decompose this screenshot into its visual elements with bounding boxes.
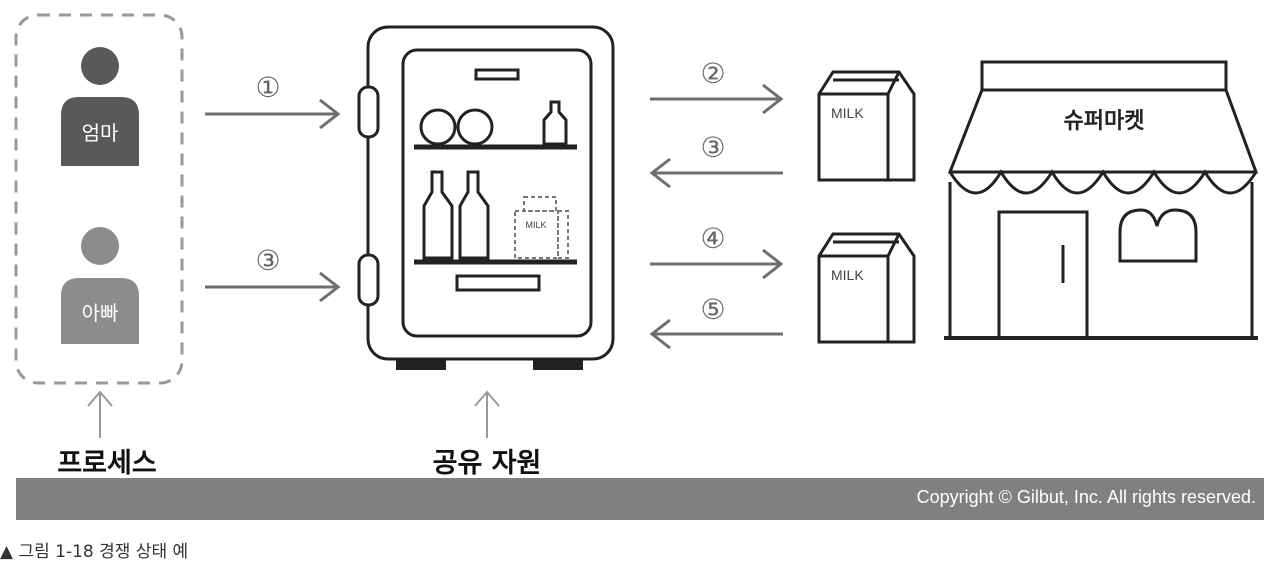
bottle-icon xyxy=(458,170,490,260)
figure-caption: ▲ 그림 1-18 경쟁 상태 예 xyxy=(0,542,189,562)
process-up-arrow-head xyxy=(87,390,113,407)
carton-roof-edge xyxy=(886,233,901,257)
process-label: 프로세스 xyxy=(57,448,156,479)
milk-carton-top: MILK xyxy=(817,70,916,182)
actor-mom: 엄마 xyxy=(61,47,139,166)
ghost-carton-top xyxy=(523,196,557,212)
mom-label: 엄마 xyxy=(82,121,119,145)
fridge-milk-label: MILK xyxy=(525,220,546,230)
dad-label: 아빠 xyxy=(82,301,119,325)
arrow-head xyxy=(762,248,784,280)
process-group-border xyxy=(14,13,184,385)
fruit-icon xyxy=(419,108,457,146)
arrow-head xyxy=(649,318,671,350)
refrigerator: MILK xyxy=(357,25,615,370)
arrow-step-5: ⑤ xyxy=(649,293,783,350)
bottle-icon xyxy=(422,170,454,260)
copyright-bar: Copyright © Gilbut, Inc. All rights rese… xyxy=(16,478,1264,520)
store-window xyxy=(1118,208,1198,263)
store-sign: 슈퍼마켓 xyxy=(1064,109,1145,134)
missing-milk-icon: MILK xyxy=(514,196,569,259)
mom-body-icon xyxy=(61,97,139,166)
arrow-mom-to-fridge: ① xyxy=(205,71,341,130)
step-1-label: ① xyxy=(255,71,280,104)
step-5-label: ⑤ xyxy=(700,293,725,326)
fridge-hinge-top xyxy=(357,85,380,139)
arrow-head xyxy=(649,157,671,189)
step-3-dad-label: ③ xyxy=(255,244,280,277)
ghost-carton-front xyxy=(514,210,559,259)
step-2-label: ② xyxy=(700,57,725,90)
small-bottle-icon xyxy=(542,100,568,146)
process-group: 엄마 아빠 xyxy=(14,13,184,385)
arrow-head xyxy=(319,271,341,303)
milk-label: MILK xyxy=(831,267,864,283)
dad-body-icon xyxy=(61,278,139,344)
dad-head-icon xyxy=(81,227,119,265)
carton-outline xyxy=(817,232,916,344)
step-3-label: ③ xyxy=(700,131,725,164)
arrow-dad-to-fridge: ③ xyxy=(205,244,341,303)
milk-label: MILK xyxy=(831,105,864,121)
fridge-hinge-bottom xyxy=(357,253,380,307)
fridge-light xyxy=(474,68,520,81)
carton-roof-edge xyxy=(886,71,901,95)
shared-resource-label: 공유 자원 xyxy=(433,448,542,479)
arrow-step-4: ④ xyxy=(650,222,784,280)
store-roof xyxy=(980,60,1228,92)
supermarket: 슈퍼마켓 xyxy=(944,60,1259,340)
carton-outline xyxy=(817,70,916,182)
arrow-head xyxy=(762,83,784,115)
arrow-step-2: ② xyxy=(650,57,784,115)
fridge-drawer xyxy=(455,274,541,292)
step-4-label: ④ xyxy=(700,222,725,255)
arrow-step-3: ③ xyxy=(649,131,783,189)
milk-carton-bottom: MILK xyxy=(817,232,916,344)
mom-head-icon xyxy=(81,47,119,85)
resource-up-arrow-head xyxy=(474,390,500,407)
actor-dad: 아빠 xyxy=(61,227,139,344)
copyright-text: Copyright © Gilbut, Inc. All rights rese… xyxy=(916,487,1256,507)
arrow-head xyxy=(319,98,341,130)
store-door xyxy=(997,210,1089,340)
fruit-icon xyxy=(456,108,494,146)
awning-scallops xyxy=(948,169,1258,195)
process-pointer: 프로세스 xyxy=(57,390,157,479)
resource-pointer: 공유 자원 xyxy=(433,390,542,479)
